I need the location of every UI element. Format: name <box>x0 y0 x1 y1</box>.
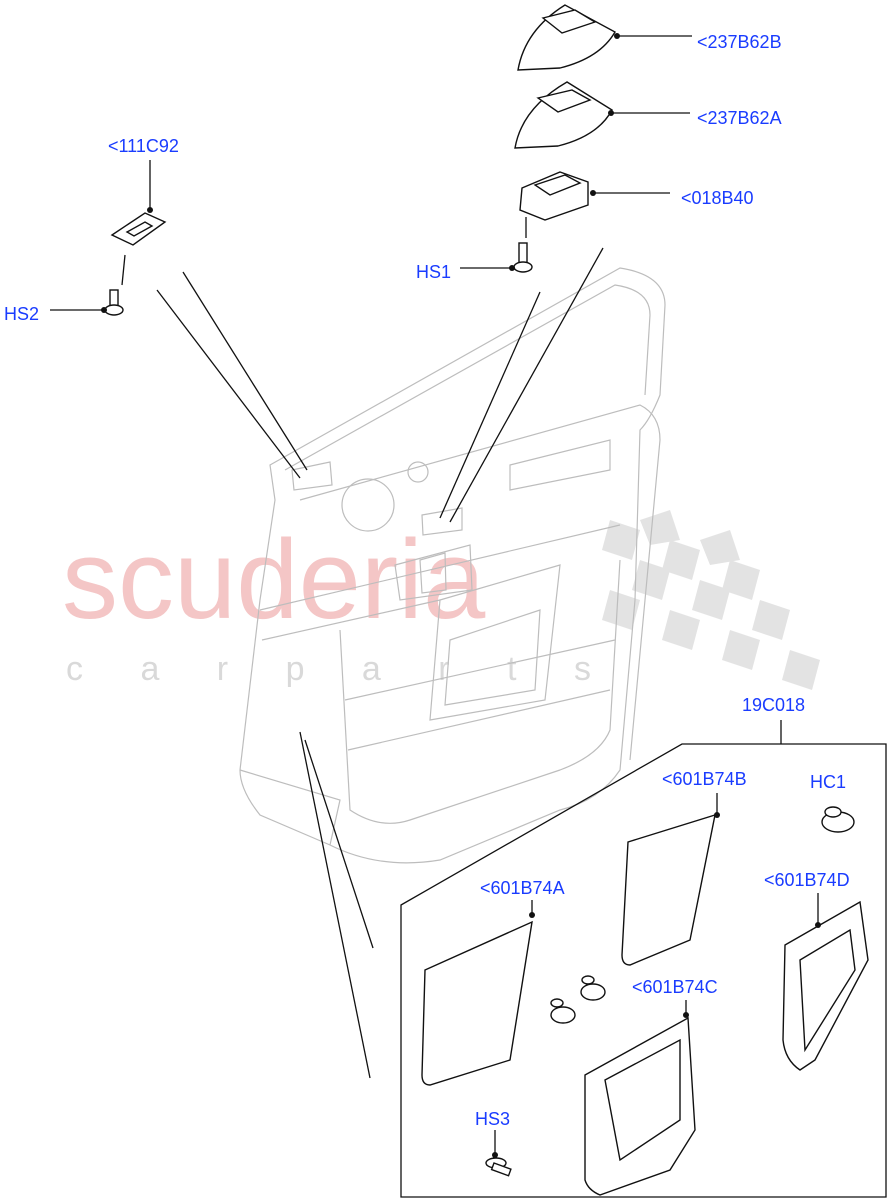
callout-111C92[interactable]: <111C92 <box>108 136 179 156</box>
callout-leaders <box>50 33 821 1158</box>
door-trim-panel <box>239 267 666 864</box>
callout-19C018[interactable]: 19C018 <box>742 695 805 715</box>
part-237B62A[interactable] <box>514 81 613 149</box>
callout-237B62A[interactable]: <237B62A <box>697 108 782 128</box>
watermark-sub: c a r p a r t s <box>66 650 615 688</box>
callout-601B74D[interactable]: <601B74D <box>764 870 850 890</box>
callout-HS3[interactable]: HS3 <box>475 1109 510 1129</box>
checkered-flag-icon <box>602 510 820 690</box>
part-HS3-screw[interactable] <box>485 1157 512 1177</box>
callout-237B62B[interactable]: <237B62B <box>697 32 782 52</box>
part-HC1-clip[interactable] <box>821 806 855 833</box>
part-601B74B[interactable] <box>621 813 716 966</box>
part-clips[interactable] <box>550 975 606 1024</box>
callout-HC1[interactable]: HC1 <box>810 772 846 792</box>
callout-HS2[interactable]: HS2 <box>4 304 39 324</box>
kit-19C018-box <box>400 743 887 1198</box>
part-HS1-screw[interactable] <box>513 217 533 273</box>
part-601B74C[interactable] <box>584 1016 696 1196</box>
callout-601B74A[interactable]: <601B74A <box>480 878 565 898</box>
watermark: scuderia c a r p a r t s <box>62 510 820 690</box>
part-601B74A[interactable] <box>421 920 533 1086</box>
watermark-brand: scuderia <box>62 517 486 642</box>
callout-labels: <237B62B <237B62A <018B40 <111C92 HS1 HS… <box>4 32 850 1129</box>
callout-601B74C[interactable]: <601B74C <box>632 977 718 997</box>
callout-601B74B[interactable]: <601B74B <box>662 769 747 789</box>
callout-HS1[interactable]: HS1 <box>416 262 451 282</box>
pointer-lines <box>156 247 604 1079</box>
part-HS2-screw[interactable] <box>104 289 124 316</box>
part-601B74D[interactable] <box>782 900 869 1071</box>
part-111C92[interactable] <box>110 212 167 286</box>
part-018B40[interactable] <box>519 171 589 221</box>
callout-018B40[interactable]: <018B40 <box>681 188 754 208</box>
part-237B62B[interactable] <box>517 4 616 71</box>
